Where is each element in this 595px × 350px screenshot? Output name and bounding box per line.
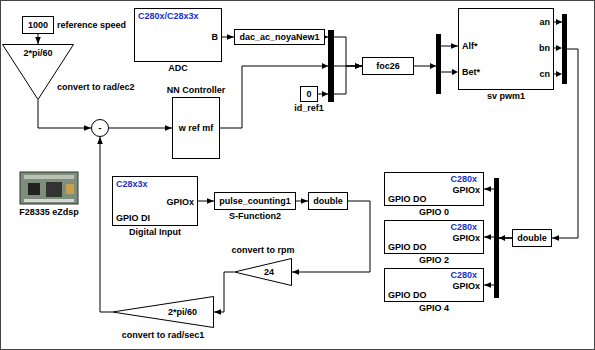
port-label: w ref mf bbox=[179, 123, 214, 134]
gain-value: 2*pi/60 bbox=[23, 48, 52, 59]
signal-line bbox=[484, 189, 512, 238]
block-label: GPIO 2 bbox=[419, 255, 449, 266]
block-label: convert to rad/sec1 bbox=[122, 330, 205, 341]
gain-triangle: convert to rpm24 bbox=[234, 258, 292, 286]
signal-line bbox=[441, 72, 453, 73]
gain-outline bbox=[234, 258, 292, 286]
port-label: Bet* bbox=[462, 67, 480, 78]
block-text: double bbox=[517, 233, 547, 244]
signal-line bbox=[318, 66, 362, 94]
block-label: S-Function2 bbox=[229, 211, 281, 222]
port-label: B bbox=[212, 32, 219, 43]
block-label: ADC bbox=[168, 63, 188, 74]
adc-block: C280x/C28x3xBADC bbox=[134, 8, 222, 62]
board-label: F28335 eZdsp bbox=[19, 207, 79, 218]
gain-triangle-shape bbox=[113, 297, 214, 328]
sign-label: - bbox=[99, 123, 102, 134]
block-text: double bbox=[313, 196, 343, 207]
board-strip bbox=[24, 199, 74, 202]
block-label: id_ref1 bbox=[294, 103, 324, 114]
signal-line bbox=[198, 201, 214, 202]
signal-line bbox=[222, 37, 234, 38]
signal-line bbox=[100, 137, 112, 312]
target-label: C28x3x bbox=[116, 179, 148, 190]
board-outline bbox=[20, 172, 78, 204]
block-text: GPIO DO bbox=[388, 194, 427, 205]
block-label: convert to rpm bbox=[231, 245, 294, 256]
gain-outline bbox=[112, 296, 214, 328]
sum-circle: - bbox=[91, 119, 109, 137]
conversion-block: double bbox=[512, 229, 552, 247]
port-label: GPIOx bbox=[166, 197, 194, 208]
constant-value: 1000 bbox=[28, 20, 48, 31]
signal-line bbox=[414, 46, 458, 66]
constant-value: 0 bbox=[306, 89, 311, 100]
block-label: sv pwm1 bbox=[487, 91, 525, 102]
subsystem-block: Alf*Bet*anbncnsv pwm1 bbox=[458, 8, 554, 90]
target-label: C280x bbox=[450, 270, 477, 281]
block-text: GPIO DO bbox=[388, 242, 427, 253]
target-label: C280x/C28x3x bbox=[138, 11, 199, 22]
block-label: convert to rad/ec2 bbox=[57, 82, 135, 93]
digital-input-block: C28x3xGPIOxGPIO DIDigital Input bbox=[112, 176, 198, 226]
board-connector bbox=[66, 184, 74, 194]
controller-block: NN Controllerw ref mf bbox=[172, 97, 220, 159]
port-label: cn bbox=[539, 69, 550, 80]
constant-block: 1000reference speed bbox=[22, 16, 54, 34]
signal-line bbox=[325, 37, 362, 66]
s-function-block: pulse_counting1S-Function2 bbox=[214, 192, 296, 210]
gain-triangle: 2*pi/60convert to rad/ec2 bbox=[2, 44, 74, 100]
signal-line bbox=[38, 34, 39, 44]
port-label: an bbox=[539, 17, 550, 28]
gpio-block: C280xGPIOxGPIO DOGPIO 4 bbox=[384, 268, 484, 302]
block-text: GPIO DO bbox=[388, 290, 427, 301]
gain-value: 2*pi/60 bbox=[168, 307, 197, 318]
board-picture bbox=[20, 172, 78, 204]
gain-triangle-shape bbox=[235, 259, 292, 286]
block-label: NN Controller bbox=[167, 85, 226, 96]
port-label: GPIOx bbox=[452, 233, 480, 244]
arrow-head bbox=[556, 71, 562, 77]
block-text: foc26 bbox=[376, 61, 400, 72]
signal-line bbox=[484, 238, 512, 285]
gpio-block: C280xGPIOxGPIO DOGPIO 0 bbox=[384, 172, 484, 206]
gain-triangle: 2*pi/60convert to rad/sec1 bbox=[112, 296, 214, 328]
board-chip bbox=[46, 182, 62, 197]
port-label: GPIOx bbox=[452, 185, 480, 196]
target-label: C280x bbox=[450, 222, 477, 233]
gpio-block: C280xGPIOxGPIO DOGPIO 2 bbox=[384, 220, 484, 254]
port-label: Alf* bbox=[462, 41, 478, 52]
gain-value: 24 bbox=[264, 267, 274, 278]
port-label: bn bbox=[539, 43, 550, 54]
port-label: GPIOx bbox=[452, 281, 480, 292]
sum-circle-shape bbox=[92, 120, 109, 137]
signal-line bbox=[214, 272, 234, 312]
subsystem-block: foc26 bbox=[362, 57, 414, 75]
block-label: Digital Input bbox=[129, 227, 181, 238]
arrow-head bbox=[556, 45, 562, 51]
signal-line bbox=[38, 100, 91, 128]
signal-line bbox=[292, 201, 370, 272]
signal-line bbox=[296, 201, 308, 202]
conversion-block: double bbox=[308, 192, 348, 210]
block-text: GPIO DI bbox=[116, 213, 150, 224]
subsystem-block: dac_ac_noyaNew1 bbox=[234, 29, 325, 45]
target-label: C280x bbox=[450, 174, 477, 185]
block-label: GPIO 4 bbox=[419, 303, 449, 314]
block-text: dac_ac_noyaNew1 bbox=[239, 32, 319, 43]
signal-line bbox=[109, 128, 172, 129]
block-text: pulse_counting1 bbox=[219, 196, 291, 207]
block-label: reference speed bbox=[57, 20, 126, 31]
board-chip bbox=[28, 183, 40, 195]
signal-line bbox=[552, 22, 578, 238]
signal-line bbox=[220, 66, 362, 128]
constant-block: 0id_ref1 bbox=[300, 86, 318, 102]
board-strip bbox=[24, 175, 74, 179]
block-label: GPIO 0 bbox=[419, 207, 449, 218]
